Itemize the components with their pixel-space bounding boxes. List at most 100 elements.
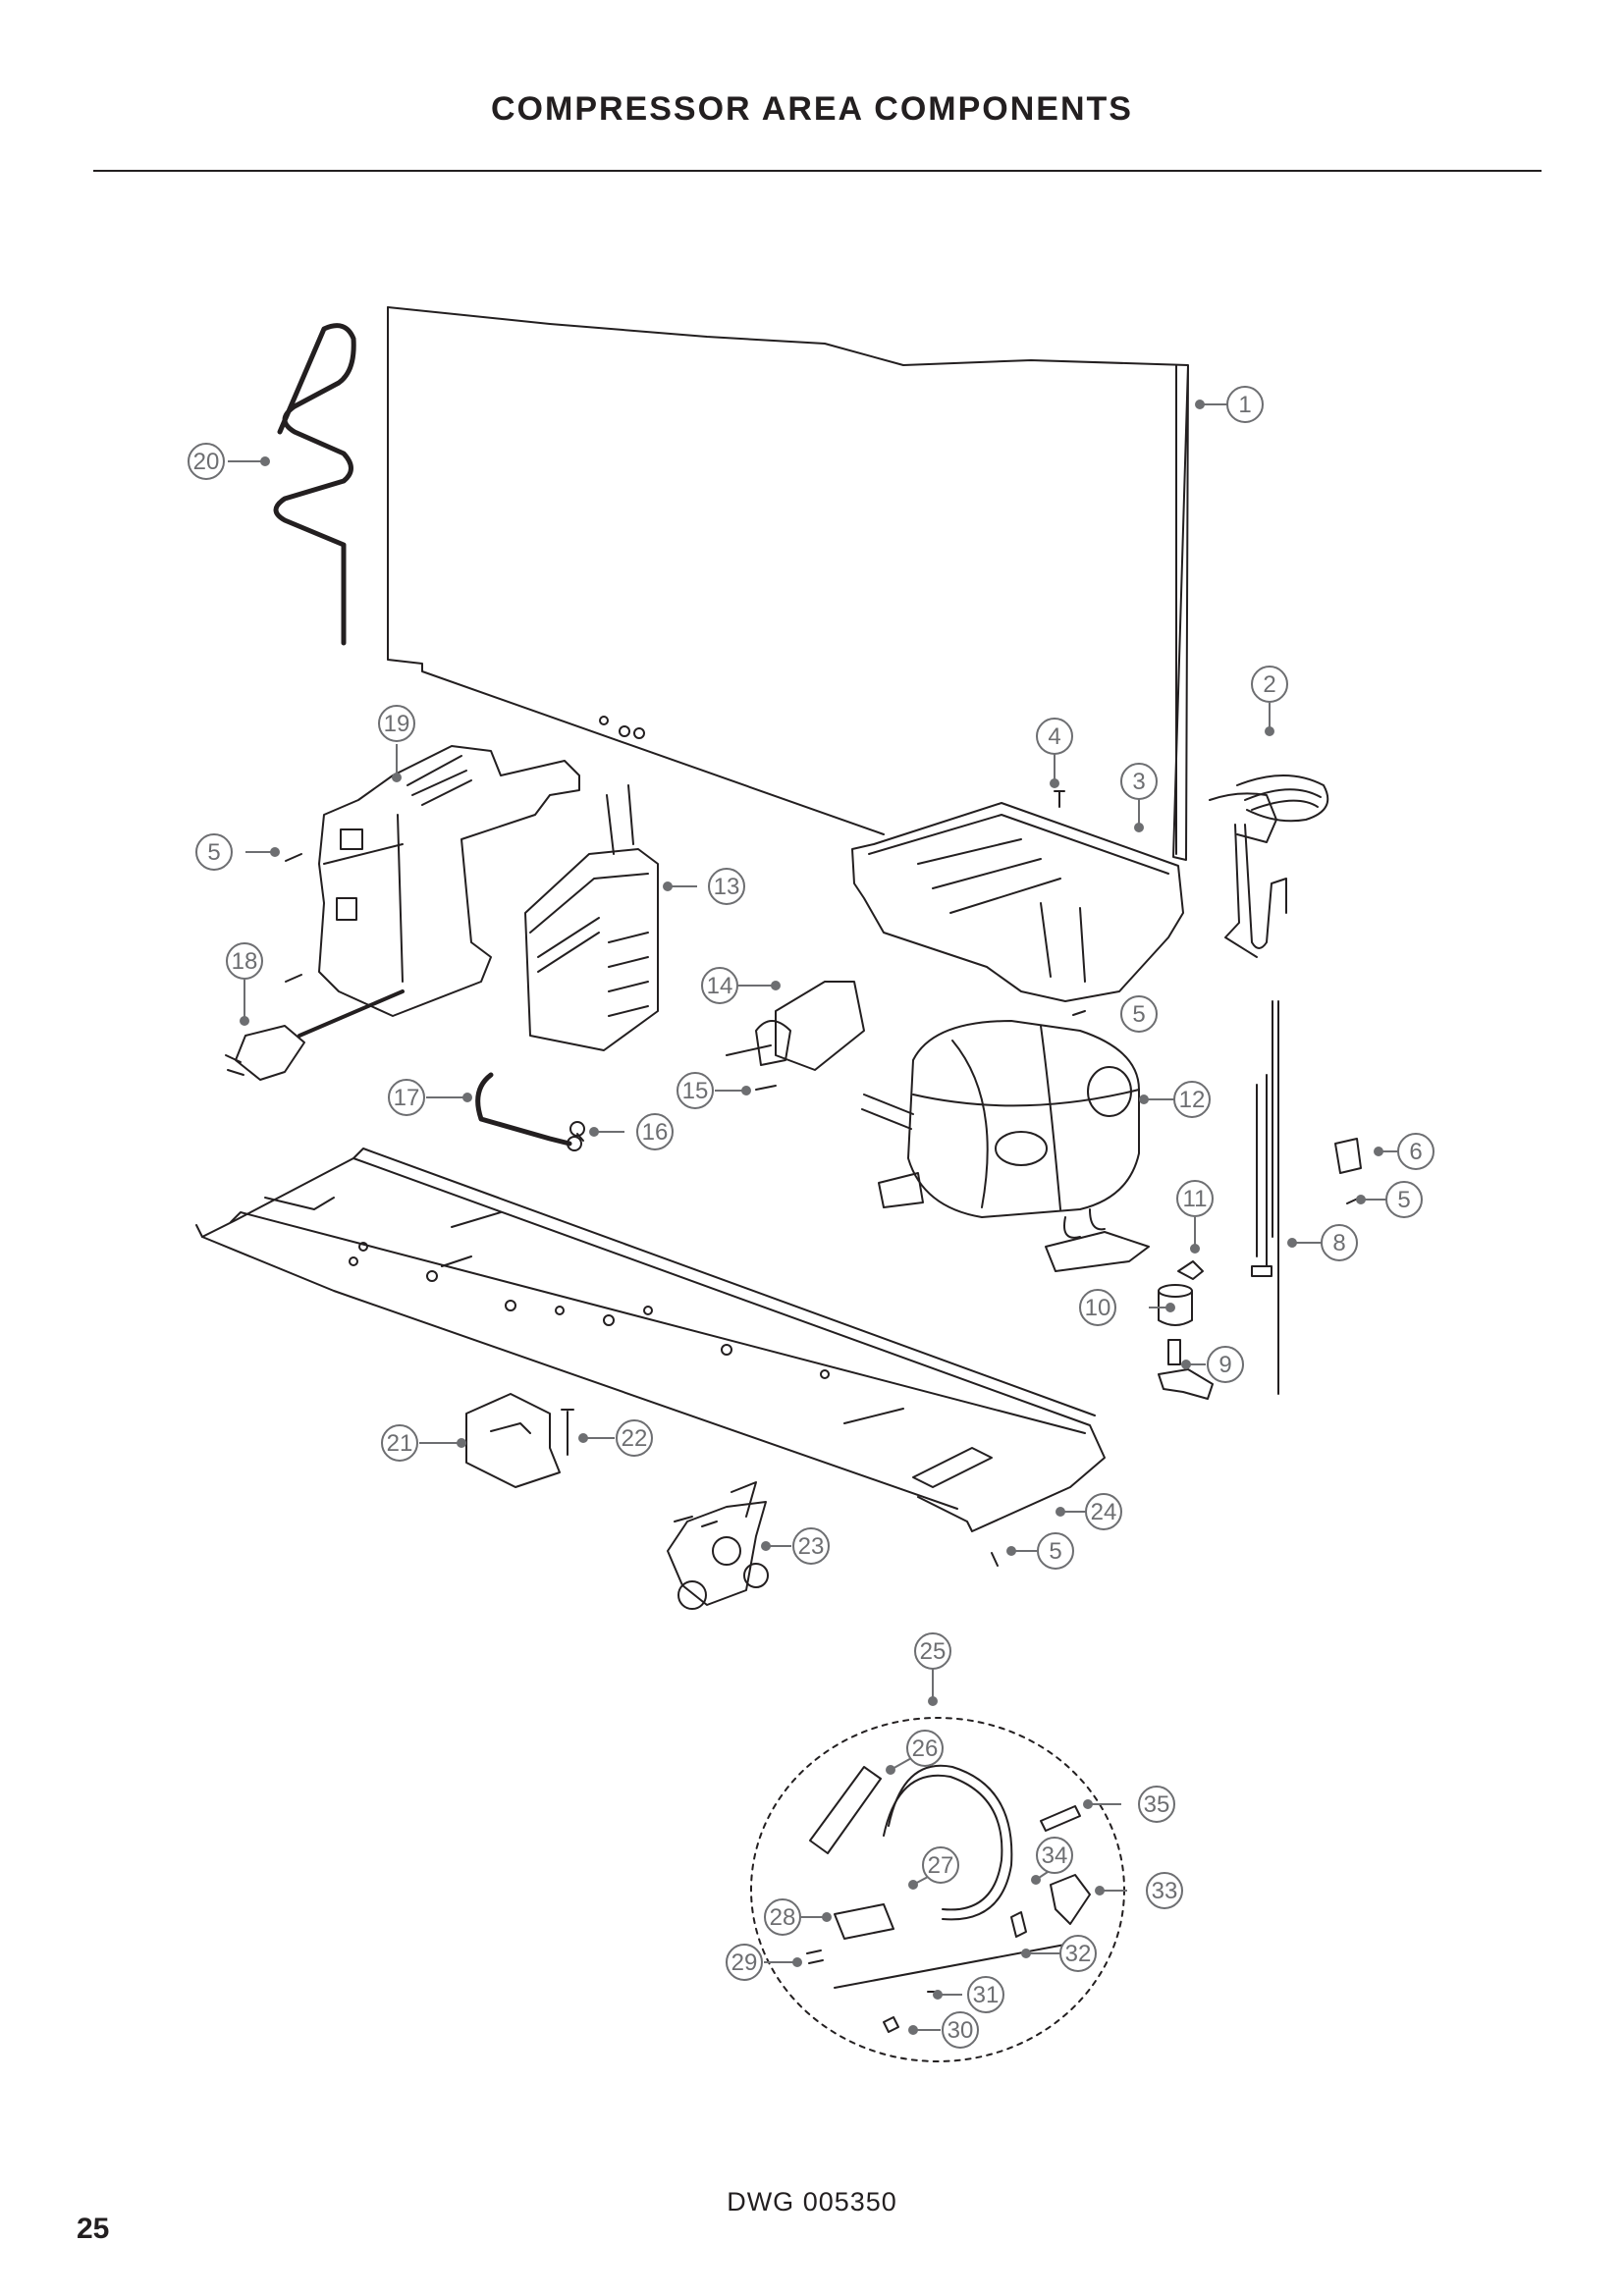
callout-balloon [1085,1493,1122,1530]
kit-components [806,1764,1091,2033]
callout-28: 28 [764,1898,801,1936]
callout-number: 1 [1238,392,1251,418]
base-plate-part [195,1148,1106,1532]
drawing-number: DWG 005350 [727,2187,897,2216]
grommet-part-10 [1158,1284,1193,1326]
capillary-coil-part-27 [888,1764,1013,1921]
callout-number: 29 [731,1949,758,1976]
callout-balloon [1120,995,1158,1033]
callout-3: 3 [1120,763,1158,800]
callout-30: 30 [942,2011,979,2049]
callout-balloon [636,1113,674,1150]
callout-balloon [1036,718,1073,755]
callout-balloon [1146,1872,1183,1909]
callout-balloon [195,833,233,871]
callout-21: 21 [381,1424,418,1462]
callout-balloon [188,443,225,480]
callout-balloon [1397,1133,1435,1170]
callout-5: 5 [195,833,233,871]
callout-11: 11 [1176,1180,1214,1217]
callout-22: 22 [616,1419,653,1457]
callout-balloon [1120,763,1158,800]
callout-29: 29 [726,1944,763,1981]
screws-part-29 [806,1949,824,1964]
callout-number: 8 [1332,1230,1345,1256]
callout-number: 15 [682,1078,709,1104]
callout-balloon [677,1072,714,1109]
callout-number: 9 [1218,1352,1231,1378]
page-number: 25 [77,2213,110,2245]
bolt-part-22 [561,1409,574,1456]
callout-number: 19 [384,711,410,737]
callout-number: 5 [207,839,220,866]
grommet-part-11 [1177,1260,1204,1280]
callout-number: 35 [1144,1791,1170,1818]
callout-number: 5 [1397,1187,1410,1213]
callout-balloon [1321,1224,1358,1261]
callout-5: 5 [1037,1532,1074,1570]
back-panel-part [387,306,1189,861]
callout-balloon [226,942,263,980]
callout-32: 32 [1059,1935,1097,1972]
callout-leaders [228,400,1398,2035]
callout-20: 20 [188,443,225,480]
callout-balloon [942,2011,979,2049]
callout-balloon [701,967,738,1004]
callout-number: 33 [1152,1878,1178,1904]
mounting-bracket-part [465,1393,561,1488]
control-module-part [524,784,659,1051]
callout-10: 10 [1079,1289,1116,1326]
callout-35: 35 [1138,1786,1175,1823]
callout-13: 13 [708,868,745,905]
callout-9: 9 [1207,1346,1244,1383]
fitting-part-35 [1040,1805,1081,1832]
callout-balloon [1226,386,1264,423]
callout-1: 1 [1226,386,1264,423]
callout-number: 5 [1049,1538,1061,1565]
callout-number: 30 [947,2017,974,2044]
callout-balloon [1173,1081,1211,1118]
sleeve-part-9 [1158,1339,1214,1400]
callout-number: 27 [928,1852,954,1879]
thermostat-part-28 [834,1903,894,1940]
callout-number: 21 [387,1430,413,1457]
clip-part-6 [1334,1138,1362,1174]
control-bracket-part [318,745,580,1017]
title-rule [93,170,1542,172]
tube-part-32 [834,1943,1071,1989]
callout-number: 5 [1132,1001,1145,1028]
callout-number: 26 [912,1735,939,1762]
callout-24: 24 [1085,1493,1122,1530]
callout-balloon [906,1730,944,1767]
callout-number: 25 [920,1638,947,1665]
ground-wire-part [475,1072,582,1151]
drier-part-26 [809,1766,882,1854]
callout-number: 22 [622,1425,648,1452]
screw-part-16 [569,1121,585,1142]
callout-balloon [1079,1289,1116,1326]
power-cord-part [225,989,405,1081]
callout-balloon [1251,666,1288,703]
callout-number: 32 [1065,1941,1092,1967]
callout-number: 13 [714,874,740,900]
nut-part-30 [883,2016,899,2033]
callout-number: 23 [798,1533,825,1560]
callout-balloon [616,1419,653,1457]
callout-balloon [708,868,745,905]
callout-number: 17 [394,1085,420,1111]
callout-17: 17 [388,1079,425,1116]
screw-part-4 [1054,790,1065,808]
callout-31: 31 [967,1976,1004,2013]
callout-number: 24 [1091,1499,1117,1525]
callout-balloon [914,1632,951,1670]
callout-5: 5 [1385,1181,1423,1218]
kit-boundary [750,1717,1125,2062]
callout-number: 4 [1048,723,1060,750]
relay-part [726,981,865,1071]
screw-part-15 [755,1085,777,1091]
callout-balloon [726,1944,763,1981]
callout-number: 12 [1179,1087,1206,1113]
callout-26: 26 [906,1730,944,1767]
connector-part-33 [1050,1874,1091,1925]
